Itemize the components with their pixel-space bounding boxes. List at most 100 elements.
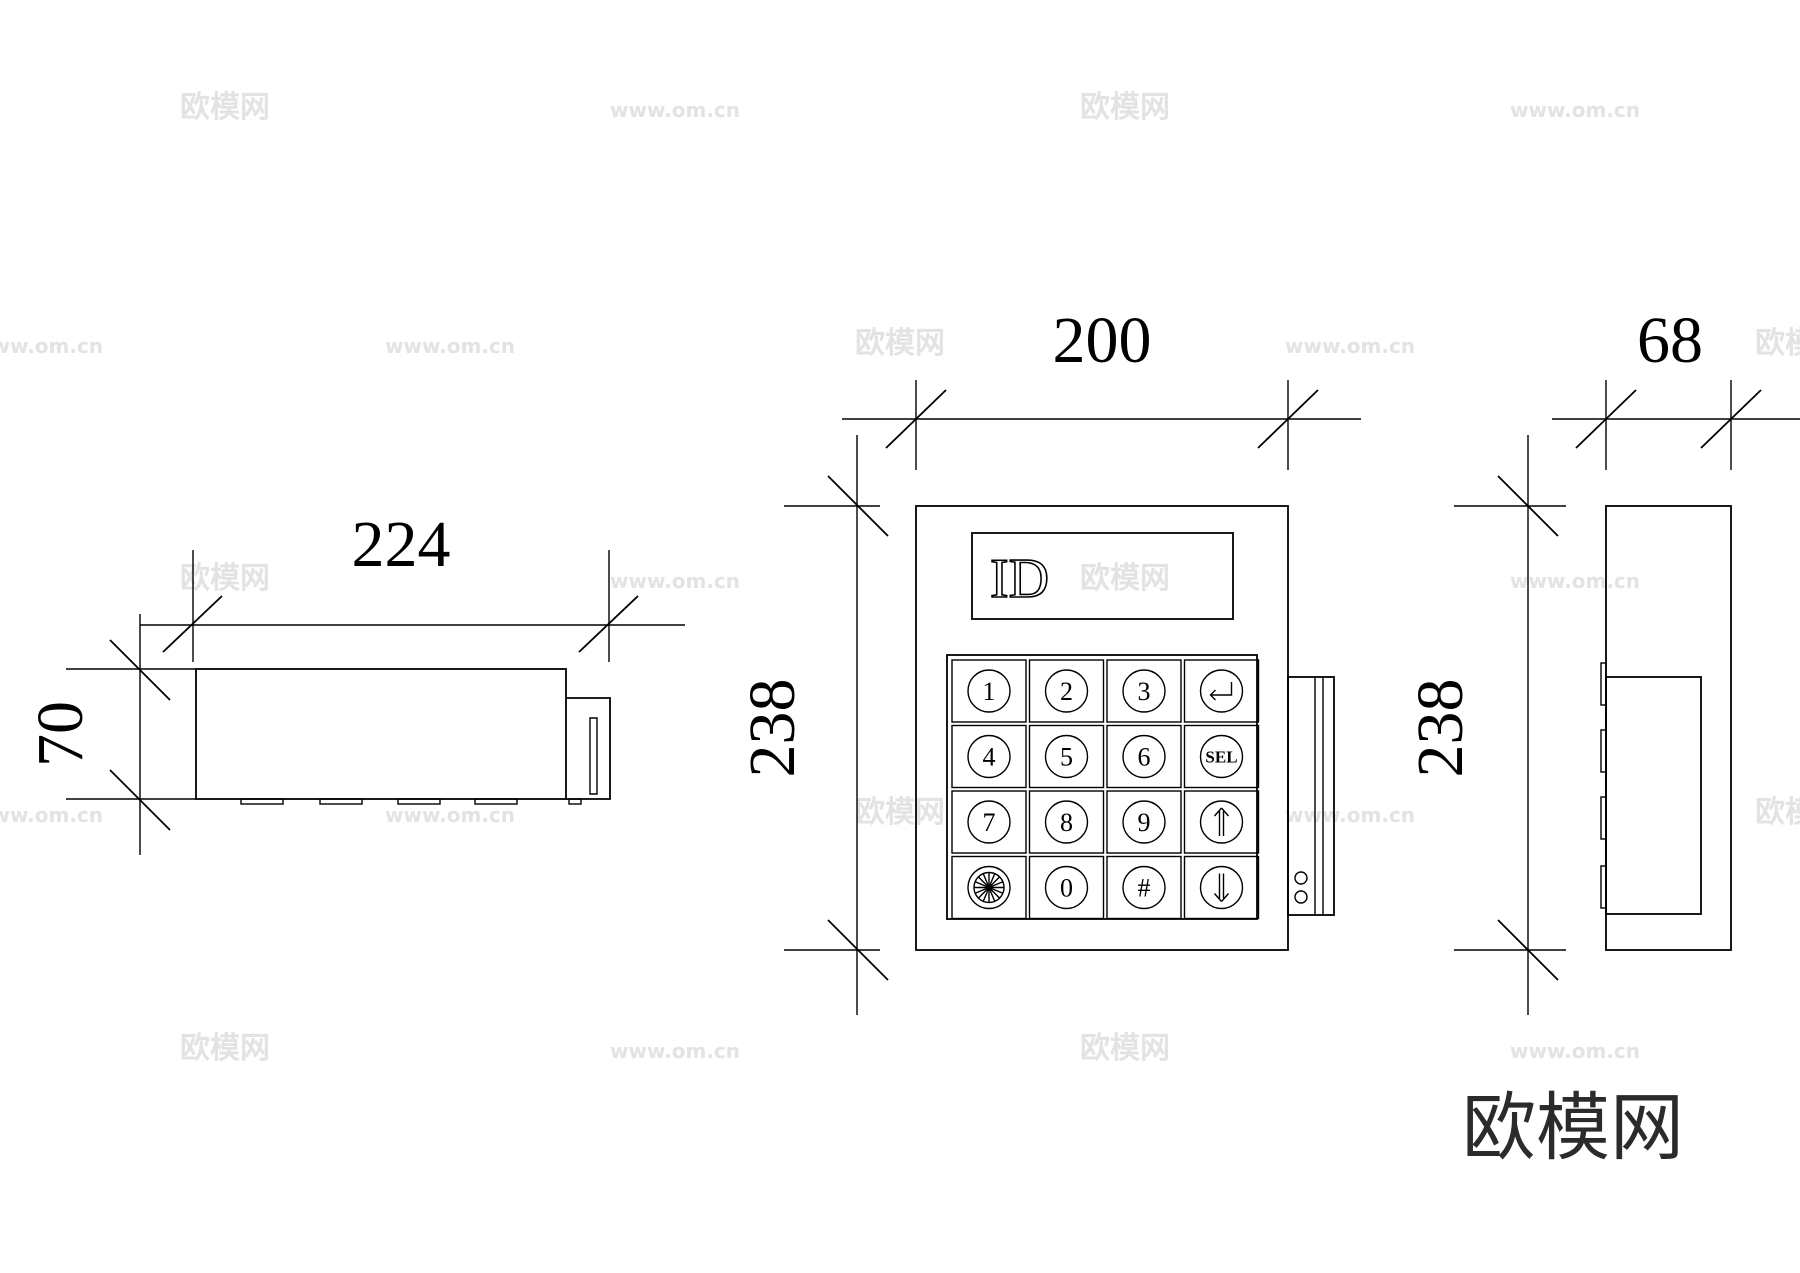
key-label: 4 [983,743,996,772]
watermark-text: www.om.cn [1510,569,1640,593]
dimension-label-224: 224 [352,508,451,581]
watermark-text: 欧模网 [1755,326,1800,361]
indicator-led-icon [1294,890,1308,904]
dimension-tick [109,639,171,701]
watermark-text: 欧模网 [180,1031,270,1066]
dimension-tick [1497,919,1559,981]
enter-icon [1209,682,1233,701]
button-bump [1600,729,1607,773]
key-ring [1122,800,1166,844]
key-label: 0 [1060,874,1073,903]
watermark-text: 欧模网 [180,90,270,125]
watermark-text: www.om.cn [385,334,515,358]
keypad-key-hash[interactable]: # [1106,855,1182,920]
card-reader-housing [1287,676,1335,916]
dimension-tick [1700,389,1762,449]
keypad-key-9[interactable]: 9 [1106,790,1182,854]
keypad-key-downarrowicon[interactable] [1183,855,1260,920]
keypad-key-7[interactable]: 7 [951,790,1027,854]
up-arrow-icon [1213,807,1230,836]
key-ring [967,669,1011,713]
key-cap [1106,790,1182,854]
key-ring [1044,865,1089,910]
down-arrow-icon [1213,873,1230,902]
keypad-key-0[interactable]: 0 [1028,855,1105,920]
key-cap [1183,855,1260,920]
dimension-label-238-side: 238 [1404,679,1477,778]
key-cap [951,790,1027,854]
dimension-tick [827,475,889,537]
watermark-text: www.om.cn [1285,803,1415,827]
key-label: 9 [1138,808,1151,837]
dimension-label-200: 200 [1053,304,1152,377]
watermark-text: www.om.cn [1510,1039,1640,1063]
button-bump [1600,662,1607,706]
key-cap [951,659,1027,723]
key-cap [951,724,1027,789]
key-label: 3 [1138,677,1151,706]
keypad-key-5[interactable]: 5 [1028,724,1105,789]
brand-logo: 欧模网 [1462,1085,1684,1171]
dimension-label-68: 68 [1637,304,1703,377]
watermark-text: www.om.cn [610,1039,740,1063]
button-bump [1600,865,1607,909]
keypad-key-3[interactable]: 3 [1106,659,1182,723]
key-ring [1199,800,1244,844]
watermark-text: 欧模网 [180,561,270,596]
key-cap [1183,724,1260,789]
key-ring [1122,865,1166,910]
watermark-text: www.om.cn [0,334,103,358]
keypad-key-SEL[interactable]: SEL [1183,724,1260,789]
key-ring [1122,669,1166,713]
keypad-key-6[interactable]: 6 [1106,724,1182,789]
key-label: # [1138,874,1151,903]
keypad-key-2[interactable]: 2 [1028,659,1105,723]
keypad-key-4[interactable]: 4 [951,724,1027,789]
key-cap [1183,659,1260,723]
side-view: 68 238 [1404,304,1800,1015]
key-cap [1028,659,1105,723]
dimension-tick [1257,389,1319,449]
key-cap [1028,855,1105,920]
button-bump [568,798,582,805]
key-ring [967,865,1011,910]
keypad-key-uparrowicon[interactable] [1183,790,1260,854]
key-label: 6 [1138,743,1151,772]
key-ring [1044,800,1089,844]
watermark-text: 欧模网 [1755,795,1800,830]
card-slot-tab [566,697,611,800]
watermark-text: www.om.cn [610,569,740,593]
keypad-key-8[interactable]: 8 [1028,790,1105,854]
watermark-text: 欧模网 [855,795,945,830]
key-label: 7 [983,808,996,837]
keypad-key-1[interactable]: 1 [951,659,1027,723]
button-bump [397,798,441,805]
key-ring [1044,734,1089,779]
key-cap [1183,790,1260,854]
key-label: 8 [1060,808,1073,837]
id-display [971,532,1234,620]
key-cap [1106,724,1182,789]
dimension-label-70: 70 [24,701,97,767]
key-ring [1044,669,1089,713]
top-view: 224 70 [24,508,685,855]
key-ring [1199,734,1244,779]
watermark-layer: 欧模网 www.om.cn 欧模网 www.om.cn www.om.cn 欧模网 www.… [0,90,1800,1066]
button-bump [1600,796,1607,840]
key-ring [967,800,1011,844]
watermark-text: 欧模网 [1080,1031,1170,1066]
button-bump [474,798,518,805]
watermark-text: www.om.cn [610,98,740,122]
key-label: 1 [983,677,996,706]
watermark-text: 欧模网 [855,326,945,361]
key-ring [1122,734,1166,779]
keypad-key-entericon[interactable] [1183,659,1260,723]
watermark-text: 欧模网 [1080,90,1170,125]
keypad-key-asteriskicon[interactable] [951,855,1027,920]
button-bump [240,798,284,805]
watermark-text: www.om.cn [1510,98,1640,122]
dimension-tick [1575,389,1637,449]
indicator-led-icon [1294,871,1308,885]
